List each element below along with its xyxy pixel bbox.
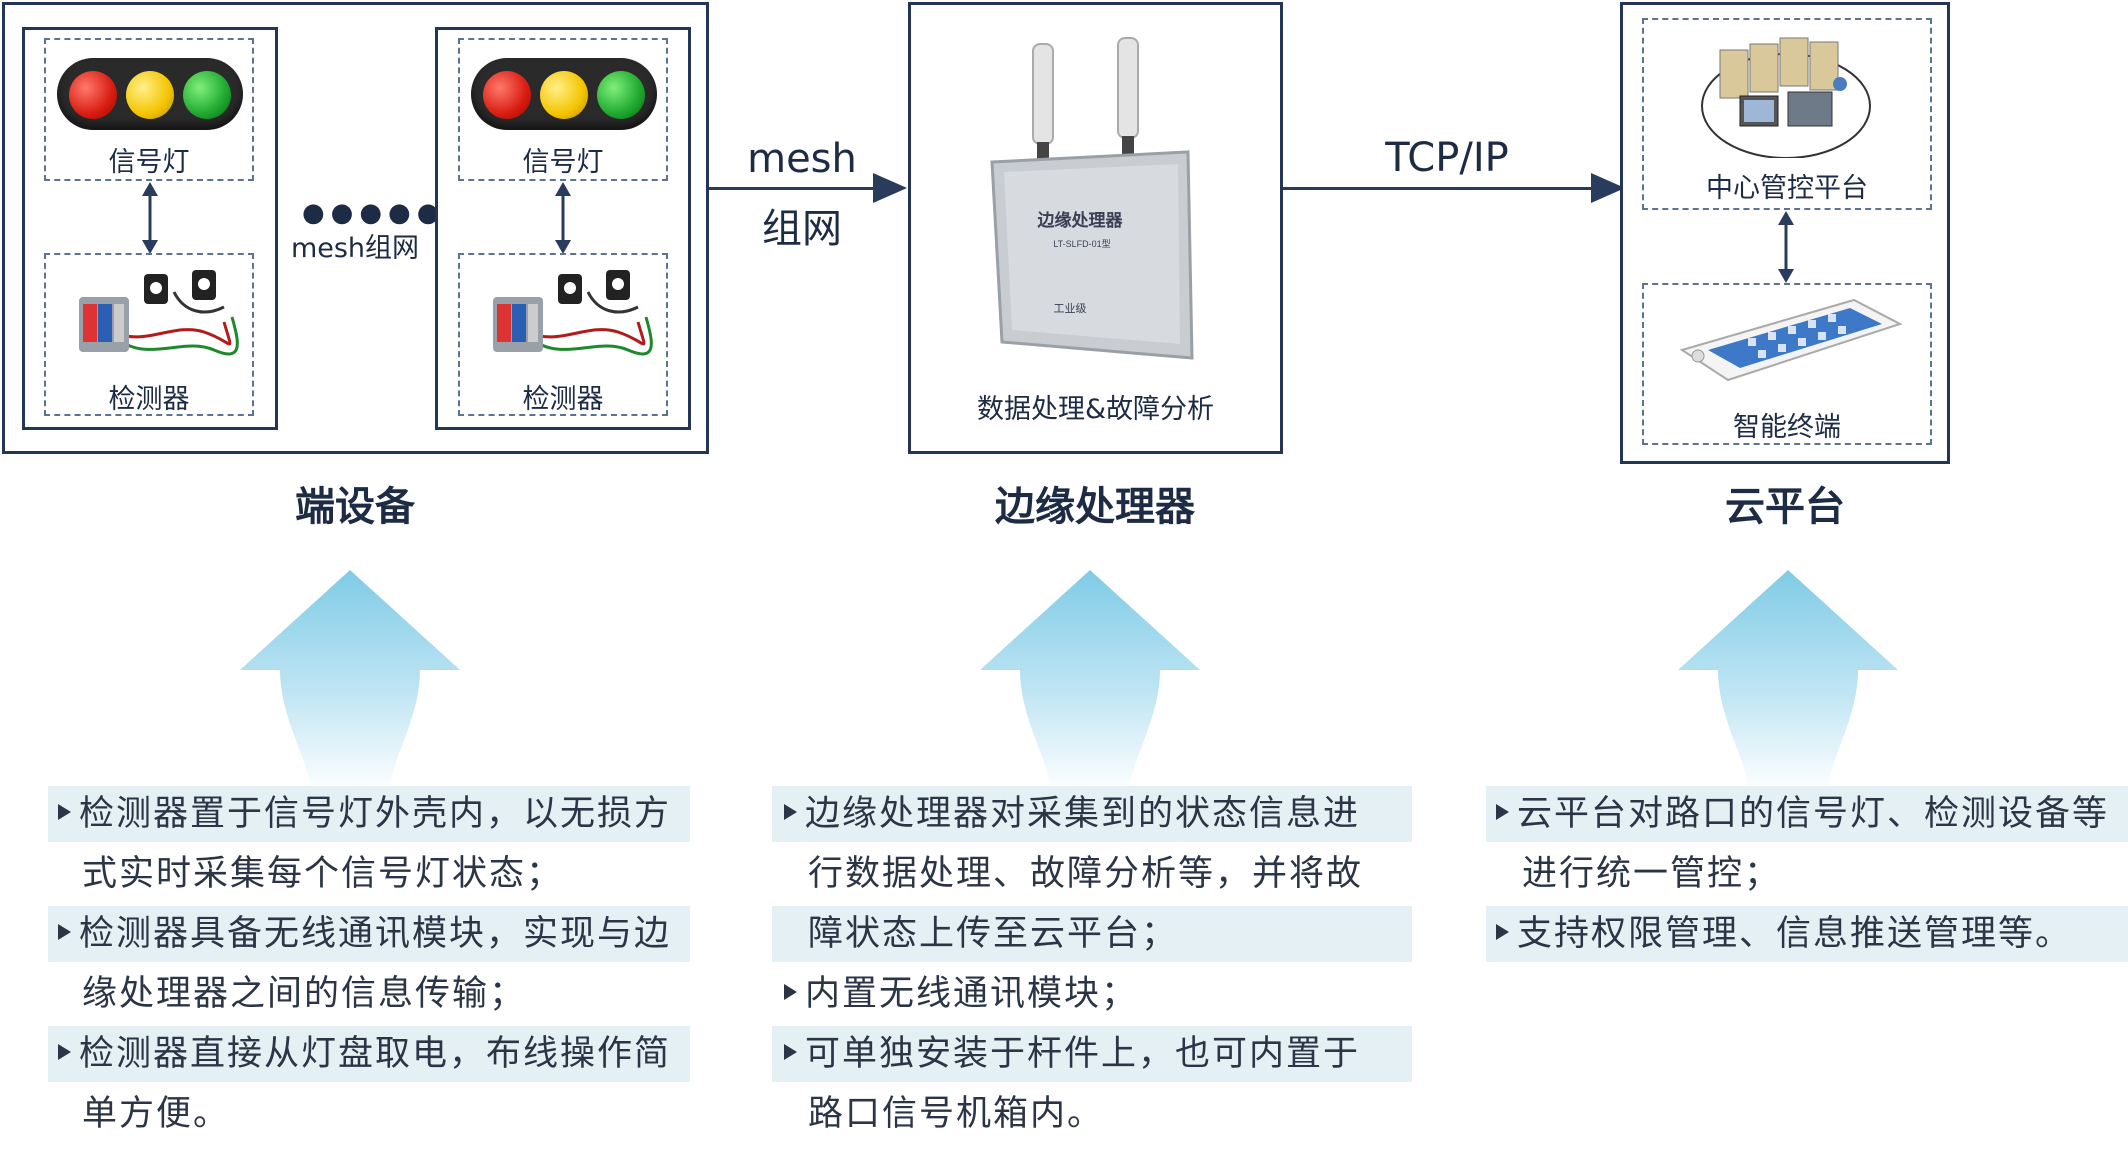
detector-label: 检测器 [108,384,190,415]
tcp-link-line [1283,187,1593,190]
feature-band [1486,786,2128,842]
control-center-cell [1642,18,1932,210]
cloud-platform-title: 云平台 [1725,484,1845,530]
bullet-triangle-icon [58,804,71,820]
edge-processor-device-image: 边缘处理器 LT-SLFD-01型 工业级 [990,37,1194,360]
edge-device-name: 边缘处理器 [1037,210,1124,230]
mesh-network-label: mesh组网 [290,233,420,264]
detector-label: 检测器 [522,384,604,415]
bullet-triangle-icon [1496,804,1509,820]
control-center-label: 中心管控平台 [1706,173,1868,204]
end-devices-title: 端设备 [295,484,415,530]
feature-line: 可单独安装于杆件上，也可内置于 [784,1026,1360,1082]
bidirectional-arrow-icon [555,182,571,254]
feature-line: 内置无线通讯模块； [784,966,1138,1022]
feature-band [48,786,690,842]
feature-line: 检测器直接从灯盘取电，布线操作简 [58,1026,671,1082]
edge-processor-title: 边缘处理器 [995,484,1195,530]
traffic-light-label: 信号灯 [108,147,190,178]
up-arrow-icon [980,570,1200,792]
feature-line: 支持权限管理、信息推送管理等。 [1496,906,2072,962]
feature-line: 障状态上传至云平台； [808,914,1179,954]
smart-terminal-cell [1642,283,1932,445]
detector-icon [79,270,239,356]
edge-device-model: LT-SLFD-01型 [1053,239,1110,249]
bidirectional-arrow-icon [1778,211,1794,283]
feature-band [48,906,690,962]
mesh-link-label: mesh [747,136,857,182]
tcp-link-arrowhead [1591,173,1625,203]
feature-band [48,1026,690,1082]
detector-cell-left [44,253,254,416]
feature-band [1486,906,2128,962]
edge-processor-caption: 数据处理&故障分析 [976,394,1215,425]
bullet-triangle-icon [58,1044,71,1060]
traffic-light-cell-left [44,38,254,181]
bullet-triangle-icon [1496,924,1509,940]
bullet-triangle-icon [784,804,797,820]
feature-line: 边缘处理器对采集到的状态信息进 [784,786,1360,842]
detector-icon [493,270,653,356]
mesh-link-line [709,187,875,190]
smart-terminal-label: 智能终端 [1733,412,1841,443]
bullet-triangle-icon [784,984,797,1000]
feature-line: 行数据处理、故障分析等，并将故 [808,854,1364,894]
traffic-light-icon [57,58,243,130]
up-arrow-icon [1678,570,1898,792]
tcp-link-label: TCP/IP [1385,135,1509,181]
feature-line: 检测器置于信号灯外壳内，以无损方 [58,786,671,842]
mesh-link-arrowhead [873,173,907,203]
server-cluster-icon [1701,37,1871,158]
smartphone-icon [1679,298,1902,382]
detector-cell-right [458,253,668,416]
feature-line: 进行统一管控； [1522,854,1782,894]
feature-band [772,906,1412,962]
feature-line: 单方便。 [82,1094,231,1134]
traffic-light-label: 信号灯 [522,147,604,178]
mesh-link-label-2: 组网 [762,206,842,252]
feature-line: 式实时采集每个信号灯状态； [82,854,564,894]
feature-line: 路口信号机箱内。 [808,1094,1105,1134]
traffic-light-cell-right [458,38,668,181]
feature-line: 云平台对路口的信号灯、检测设备等 [1496,786,2109,842]
feature-band [772,786,1412,842]
feature-line: 检测器具备无线通讯模块，实现与边 [58,906,671,962]
bullet-triangle-icon [58,924,71,940]
feature-line: 缘处理器之间的信息传输； [82,974,527,1014]
up-arrow-icon [240,570,460,792]
feature-band [772,1026,1412,1082]
bullet-triangle-icon [784,1044,797,1060]
bidirectional-arrow-icon [142,182,158,254]
edge-device-grade: 工业级 [1054,302,1087,315]
traffic-light-icon [471,58,657,130]
